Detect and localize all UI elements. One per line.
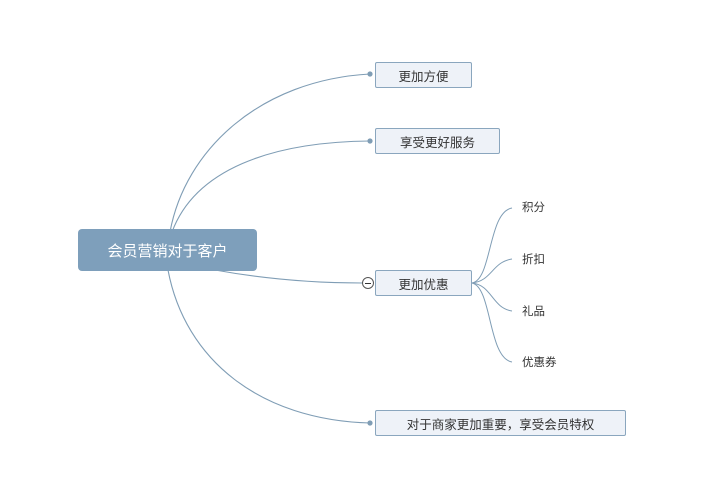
branch-label: 对于商家更加重要，享受会员特权: [406, 416, 595, 432]
collapse-minus-icon[interactable]: [362, 277, 374, 289]
branch-label: 更加方便: [398, 68, 449, 84]
branch-label: 享受更好服务: [399, 134, 475, 150]
leaf-connector-4: [471, 282, 513, 363]
leaf-topic-points[interactable]: 积分: [522, 200, 545, 214]
connector-dot-2: [367, 138, 373, 144]
root-topic[interactable]: 会员营销对于客户: [78, 229, 257, 271]
branch-label: 更加优惠: [398, 276, 449, 292]
branch-topic-merchant-privilege[interactable]: 对于商家更加重要，享受会员特权: [375, 410, 626, 436]
connector-branch-4: [167, 269, 371, 424]
connector-branch-3: [214, 269, 363, 284]
branch-topic-better-service[interactable]: 享受更好服务: [375, 128, 500, 154]
branch-topic-discounts[interactable]: 更加优惠: [375, 270, 472, 296]
leaf-connector-3: [471, 282, 513, 312]
branch-topic-convenience[interactable]: 更加方便: [375, 62, 472, 88]
root-topic-label: 会员营销对于客户: [107, 241, 228, 260]
leaf-connector-2: [471, 258, 513, 284]
connector-branch-2: [171, 140, 371, 233]
connector-branch-1: [169, 73, 371, 233]
leaf-topic-discount[interactable]: 折扣: [522, 252, 545, 266]
leaf-topic-coupon[interactable]: 优惠券: [522, 355, 557, 369]
leaf-topic-gift[interactable]: 礼品: [522, 304, 545, 318]
connector-dot-4: [367, 420, 373, 426]
connector-dot-1: [367, 71, 373, 77]
leaf-connector-1: [471, 207, 513, 284]
